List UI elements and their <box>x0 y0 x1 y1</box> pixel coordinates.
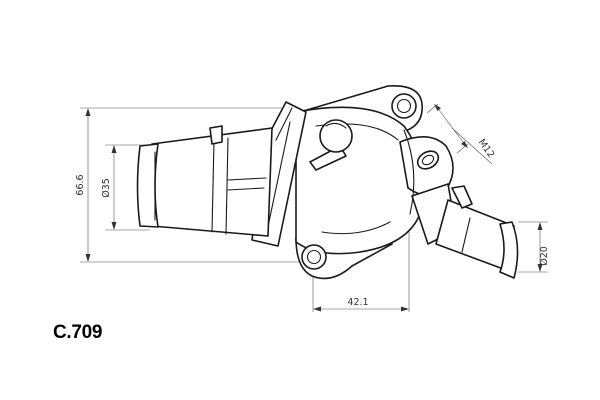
outlet-pipe <box>435 185 519 279</box>
dim-offset: 42.1 <box>313 297 409 312</box>
dim-thread-label: M12 <box>476 137 497 160</box>
dim-outlet-diameter: Ø20 <box>537 222 550 272</box>
dim-inlet-diameter-label: Ø35 <box>101 178 112 198</box>
part-code: C.709 <box>53 322 103 343</box>
dim-offset-label: 42.1 <box>347 297 368 308</box>
dim-inlet-diameter: Ø35 <box>101 145 117 230</box>
dim-height: 66.6 <box>75 108 91 262</box>
inlet-pipe <box>136 125 273 237</box>
sensor-plug <box>309 119 353 171</box>
dim-height-label: 66.6 <box>75 174 86 195</box>
mounting-holes <box>301 93 440 270</box>
dim-outlet-diameter-label: Ø20 <box>539 246 550 266</box>
